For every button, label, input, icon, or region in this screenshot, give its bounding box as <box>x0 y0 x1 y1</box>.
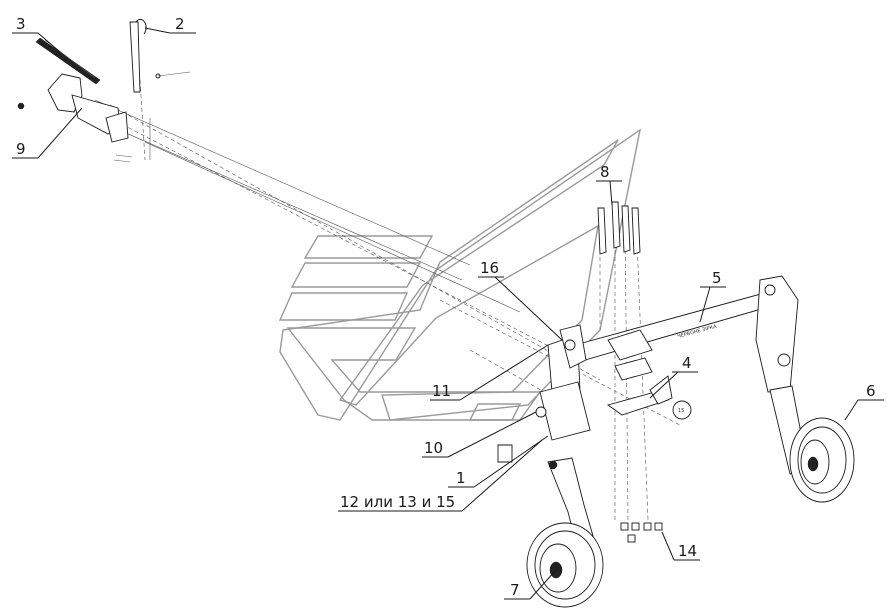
mounting-plate <box>607 329 653 381</box>
left-wheel-assembly <box>526 457 604 608</box>
right-wheel-assembly <box>755 275 855 503</box>
leader-lines <box>12 27 884 600</box>
callout-16: 16 <box>480 259 499 277</box>
hitch-pin <box>129 18 191 93</box>
callout-7: 7 <box>510 581 520 599</box>
washer-mark: 15 <box>678 408 684 414</box>
callout-8: 8 <box>600 163 610 181</box>
bracket-4: 15 <box>606 375 692 420</box>
callout-11: 11 <box>432 382 451 400</box>
callout-6: 6 <box>866 382 876 400</box>
callout-12-13-15: 12 или 13 и 15 <box>340 493 455 511</box>
callout-labels: 3 2 9 8 16 5 4 6 11 10 1 12 или 13 и 15 … <box>16 15 876 599</box>
callout-3: 3 <box>16 15 26 33</box>
callout-4: 4 <box>682 354 692 372</box>
callout-5: 5 <box>712 269 722 287</box>
callout-10: 10 <box>424 439 443 457</box>
assembly-axes <box>59 79 681 521</box>
drawbar-beam <box>84 99 521 313</box>
u-bolts <box>597 201 641 255</box>
left-mount <box>497 324 591 463</box>
hitch-bracket <box>17 73 133 163</box>
callout-1: 1 <box>456 469 466 487</box>
callout-14: 14 <box>678 542 697 560</box>
callout-9: 9 <box>16 140 26 158</box>
watermark-logo <box>278 128 642 421</box>
callout-2: 2 <box>175 15 185 33</box>
nuts-14 <box>620 522 663 543</box>
